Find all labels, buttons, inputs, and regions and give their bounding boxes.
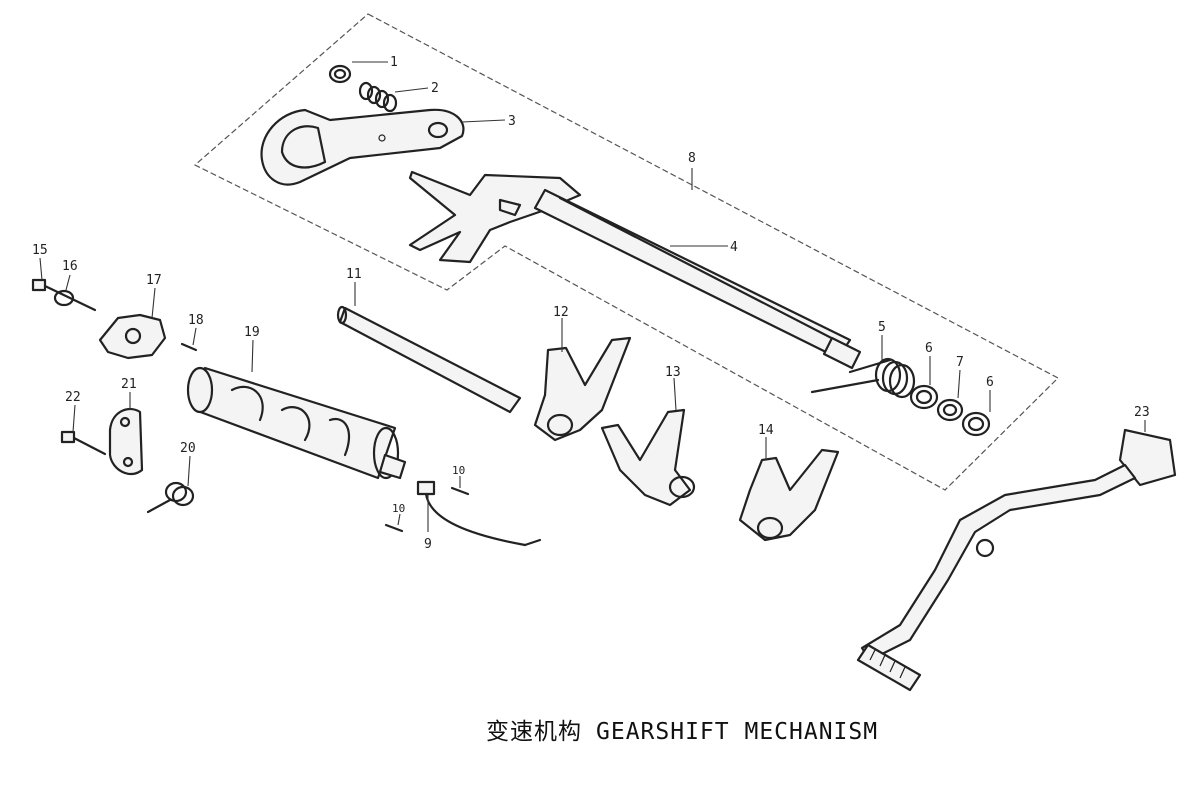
part-3-shift-arm-plate bbox=[260, 108, 465, 186]
part-21-bracket bbox=[108, 407, 144, 476]
part-17-star-plate bbox=[98, 313, 167, 360]
part-1-washer bbox=[328, 64, 352, 84]
callout-7: 7 bbox=[956, 355, 964, 370]
part-4-shaft-rod bbox=[533, 188, 862, 370]
callout-5: 5 bbox=[878, 320, 886, 335]
assembly-group-box bbox=[193, 13, 1060, 491]
part-22-bolt bbox=[60, 430, 107, 456]
callout-10-lower: 10 bbox=[392, 502, 405, 515]
part-20-spring bbox=[146, 481, 195, 514]
part-18-pin bbox=[180, 342, 198, 352]
part-14-shift-fork bbox=[738, 448, 840, 542]
part-6-washer-a bbox=[909, 384, 939, 410]
part-15-bolt bbox=[31, 278, 97, 312]
callout-18: 18 bbox=[188, 313, 204, 328]
part-5-torsion-spring bbox=[810, 357, 916, 399]
callout-2: 2 bbox=[431, 81, 439, 96]
part-10-screw-a bbox=[450, 486, 470, 496]
part-7-circlip bbox=[936, 398, 964, 422]
callout-6-left: 6 bbox=[925, 341, 933, 356]
callout-15: 15 bbox=[32, 243, 48, 258]
callout-11: 11 bbox=[346, 267, 362, 282]
callout-16: 16 bbox=[62, 259, 78, 274]
part-23-shift-pedal bbox=[856, 428, 1177, 692]
leader-lines bbox=[39, 61, 1146, 532]
part-11-fork-shaft bbox=[336, 305, 522, 414]
part-16-washer bbox=[53, 289, 75, 307]
callout-14: 14 bbox=[758, 423, 774, 438]
caption-english-title: GEARSHIFT MECHANISM bbox=[596, 719, 879, 745]
part-13-shift-fork bbox=[600, 408, 696, 507]
callout-3: 3 bbox=[508, 114, 516, 129]
callout-12: 12 bbox=[553, 305, 569, 320]
part-6-washer-b bbox=[961, 411, 991, 437]
part-10-screw-b bbox=[384, 523, 404, 533]
callout-21: 21 bbox=[121, 377, 137, 392]
callout-9: 9 bbox=[424, 537, 432, 552]
callout-22: 22 bbox=[65, 390, 81, 405]
part-2-spring bbox=[358, 81, 398, 113]
part-19-shift-drum bbox=[186, 366, 407, 480]
callout-6-right: 6 bbox=[986, 375, 994, 390]
callout-23: 23 bbox=[1134, 405, 1150, 420]
callout-17: 17 bbox=[146, 273, 162, 288]
callout-4: 4 bbox=[730, 240, 738, 255]
callout-13: 13 bbox=[665, 365, 681, 380]
callout-10-upper: 10 bbox=[452, 464, 465, 477]
callout-20: 20 bbox=[180, 441, 196, 456]
callout-labels: 1 2 3 4 5 6 6 7 8 9 10 10 11 12 13 14 15… bbox=[32, 55, 1150, 552]
callout-8: 8 bbox=[688, 151, 696, 166]
part-8-shift-shaft-assembly bbox=[408, 170, 582, 264]
caption-chinese-title: 变速机构 bbox=[486, 719, 582, 745]
callout-19: 19 bbox=[244, 325, 260, 340]
part-12-shift-fork bbox=[533, 336, 632, 442]
callout-1: 1 bbox=[390, 55, 398, 70]
part-9-neutral-switch-wire bbox=[416, 480, 542, 547]
diagram-caption: 变速机构 GEARSHIFT MECHANISM bbox=[486, 712, 892, 746]
